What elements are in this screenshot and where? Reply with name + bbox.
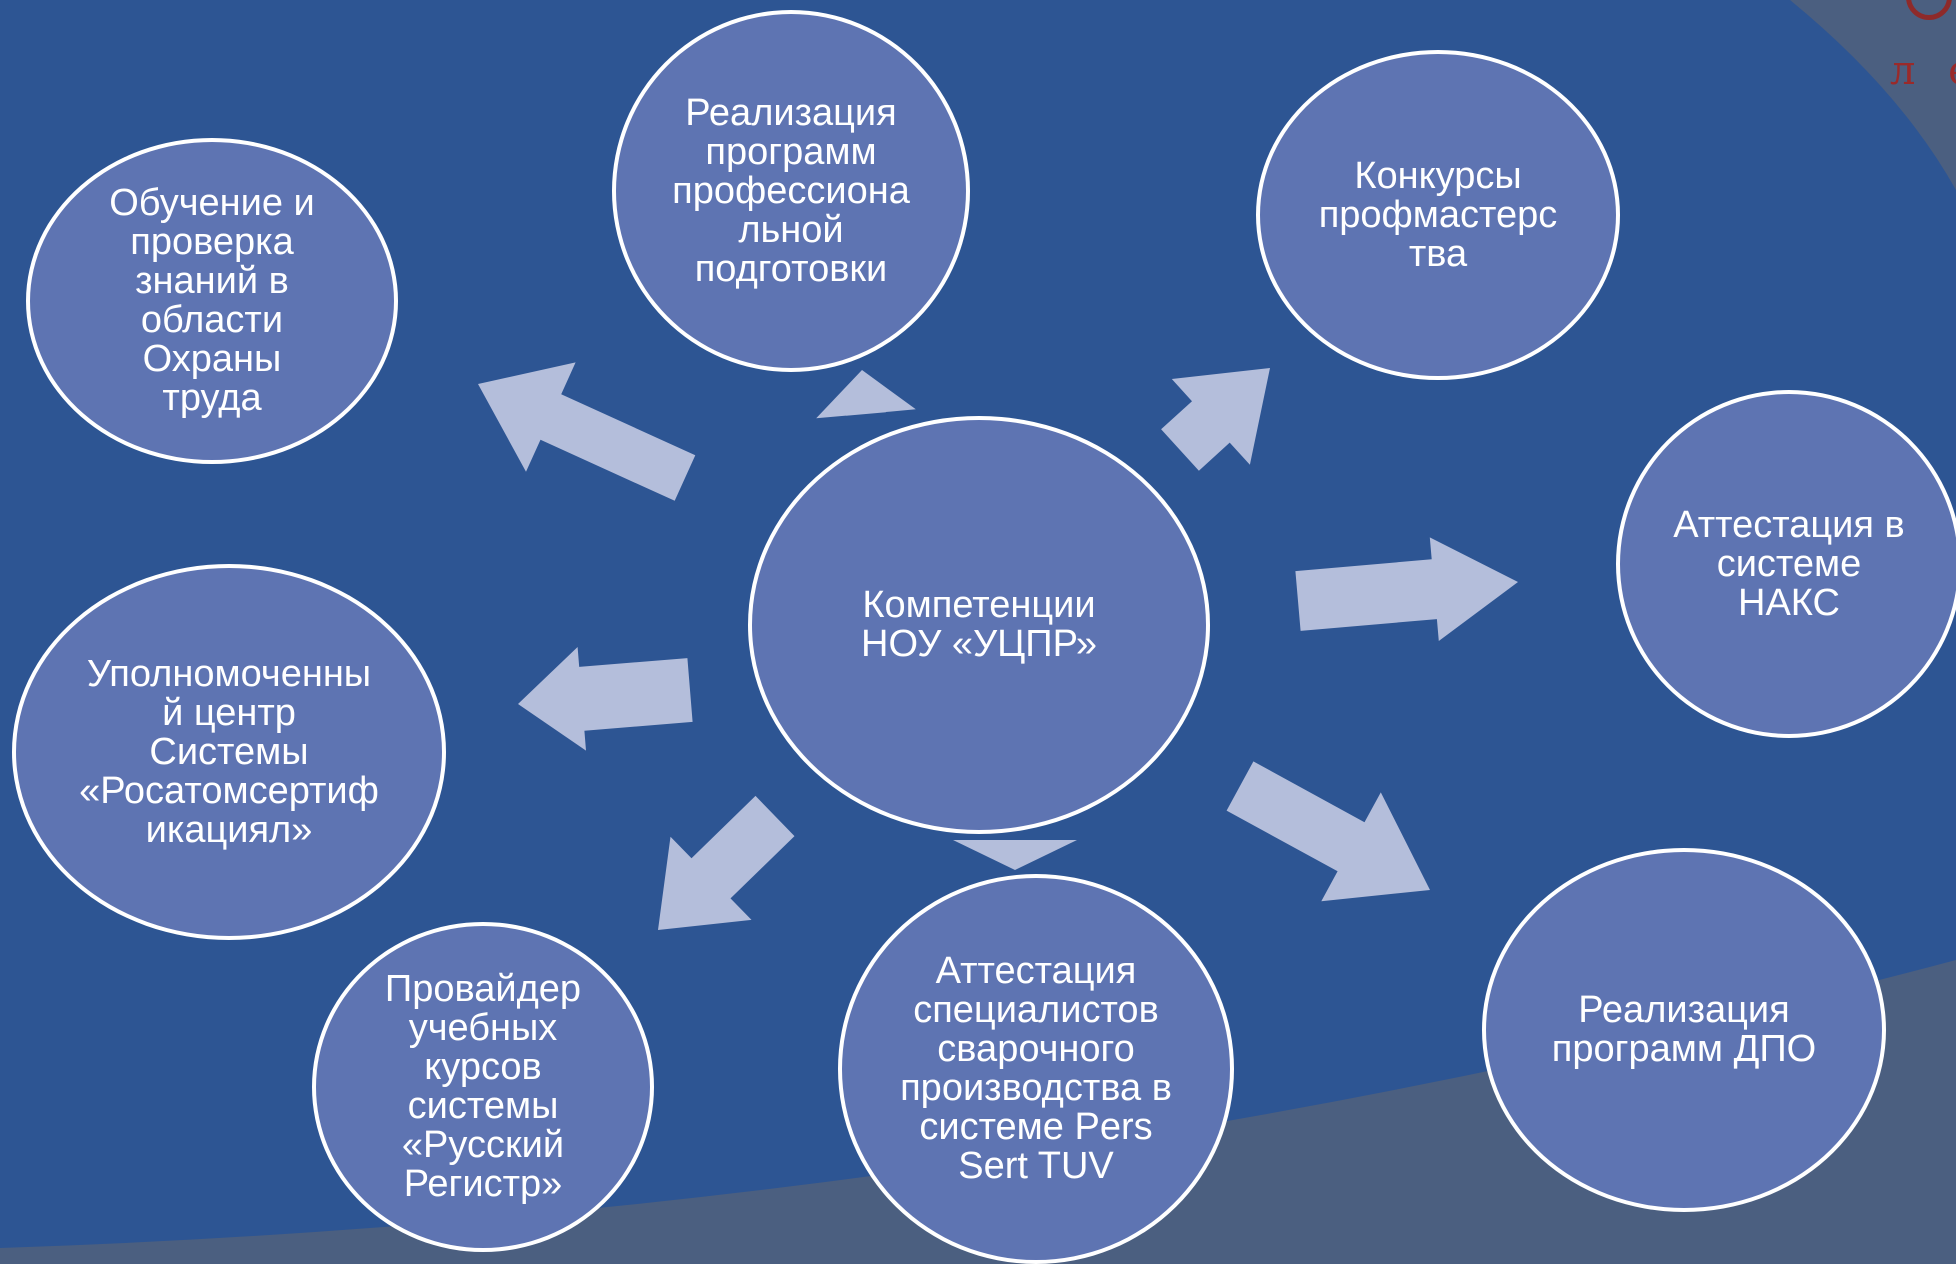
node-dpo: Реализация программ ДПО: [1482, 848, 1886, 1212]
node-russian-register: Провайдер учебных курсов системы «Русски…: [312, 922, 654, 1252]
arrow-to-rosatom: [518, 647, 693, 751]
node-welding: Аттестация специалистов сварочного произ…: [838, 874, 1234, 1264]
node-label: Конкурсы профмастерс тва: [1318, 154, 1558, 275]
bottom-wedge: [0, 960, 1956, 1264]
node-label: Реализация программ ДПО: [1551, 989, 1817, 1070]
center-node-label: Компетенции НОУ «УЦПР»: [861, 584, 1097, 665]
node-label: Аттестация специалистов сварочного произ…: [900, 950, 1172, 1187]
center-node: Компетенции НОУ «УЦПР»: [748, 416, 1210, 834]
node-label: Аттестация в системе НАКС: [1673, 503, 1905, 624]
arrow-to-contests: [1161, 368, 1270, 471]
node-label: Провайдер учебных курсов системы «Русски…: [384, 968, 582, 1205]
arrow-to-welding: [953, 840, 1077, 870]
arrow-to-prof-programs: [816, 370, 916, 419]
arrow-to-russian-register: [658, 795, 795, 930]
node-training-check: Обучение и проверка знаний в области Охр…: [26, 138, 398, 464]
arrow-to-training-check: [478, 362, 696, 501]
ring-logo-icon: [1906, 0, 1952, 20]
node-prof-programs: Реализация программ профессиона льной по…: [612, 10, 970, 372]
brand-logo: л е: [1886, 0, 1956, 100]
node-label: Обучение и проверка знаний в области Охр…: [109, 182, 315, 419]
node-naks: Аттестация в системе НАКС: [1616, 390, 1956, 738]
node-label: Реализация программ профессиона льной по…: [672, 91, 910, 290]
arrow-to-dpo: [1226, 761, 1430, 902]
node-contests: Конкурсы профмастерс тва: [1256, 50, 1620, 380]
node-label: Уполномоченны й центр Системы «Росатомсе…: [79, 652, 379, 851]
node-rosatom: Уполномоченны й центр Системы «Росатомсе…: [12, 564, 446, 940]
arrow-to-naks: [1295, 537, 1518, 641]
top-right-wedge: [1790, 0, 1956, 190]
logo-text: л е: [1890, 48, 1956, 94]
